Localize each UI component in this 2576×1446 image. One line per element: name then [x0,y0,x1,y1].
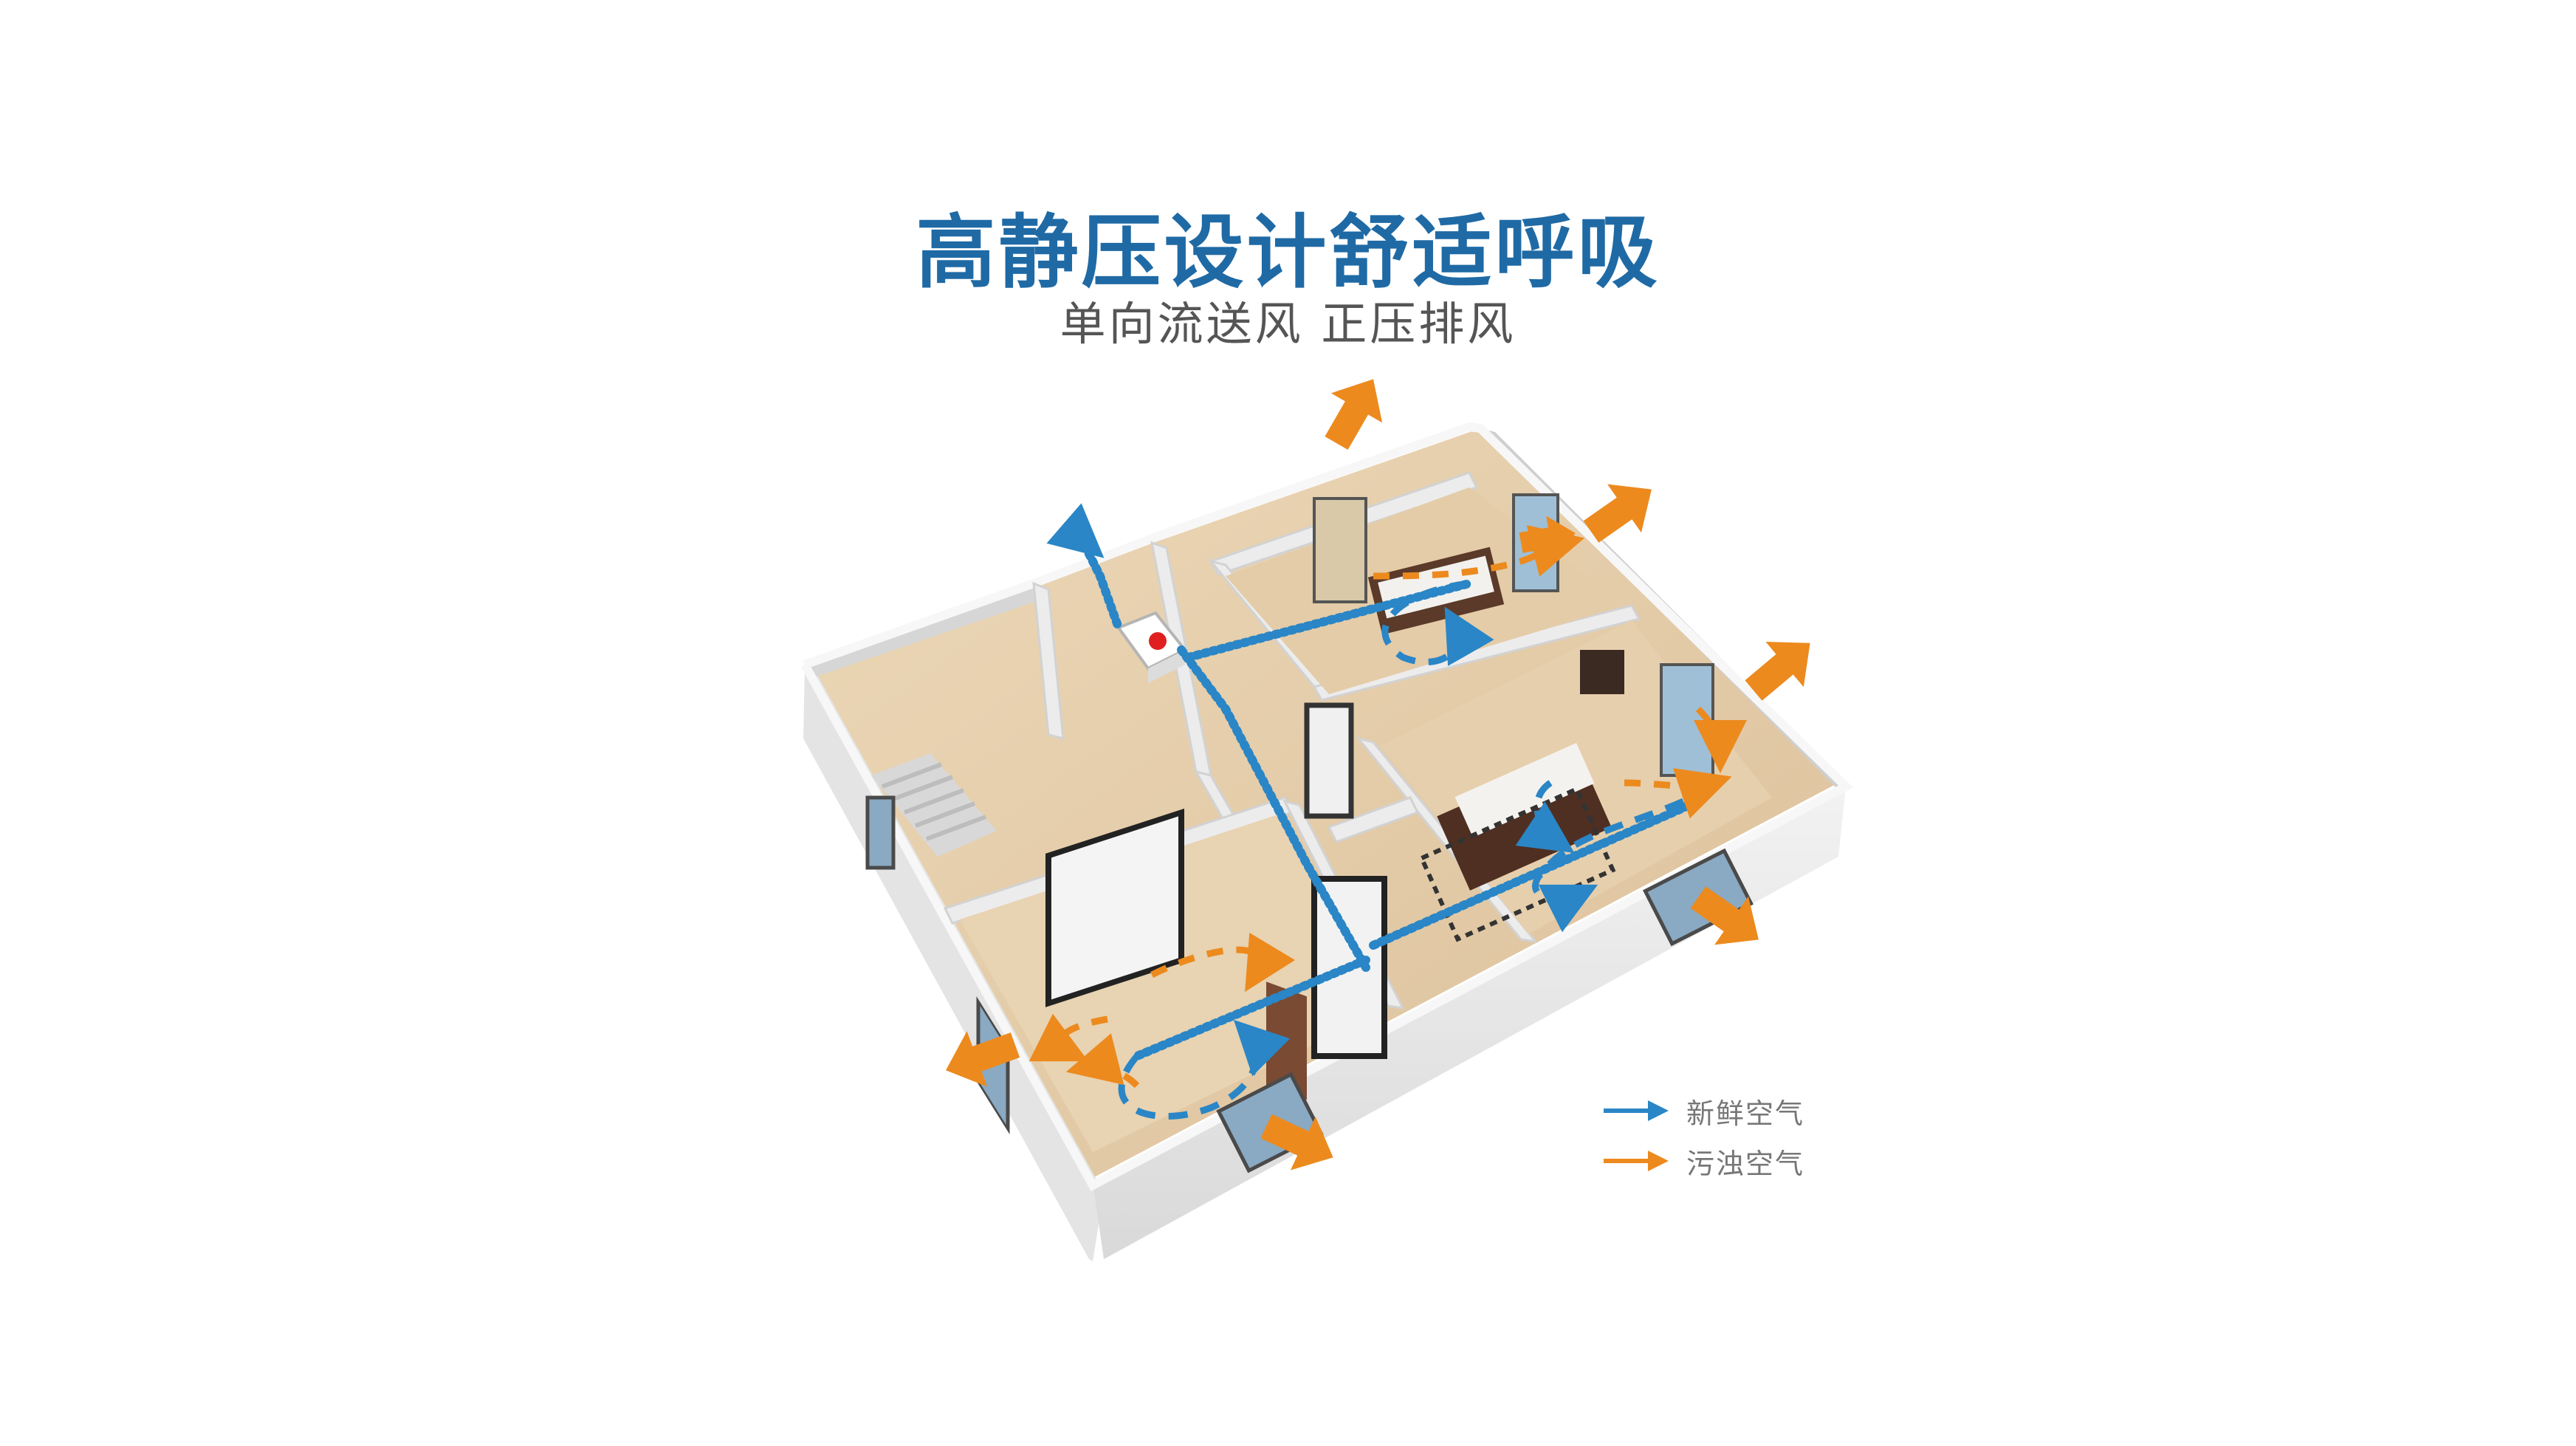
staircase [871,753,997,857]
legend-item-stale-air: 污浊空气 [1602,1136,1853,1186]
duct-to-living [1133,956,1370,1060]
exhaust-arrow-bedroom1 [1583,484,1652,543]
legend-label: 新鲜空气 [1686,1097,1805,1130]
ventilation-unit [1116,611,1188,683]
hall-door [1304,702,1354,819]
wall-back-left [805,583,1041,678]
page-subtitle: 单向流送风 正压排风 [1059,297,1517,351]
stale-air-flows [1028,525,1747,1089]
exhaust-arrow-inner [1519,515,1576,560]
legend: 新鲜空气 污浊空气 [1602,1086,1853,1186]
exhaust-arrow-left [946,1031,1020,1087]
exhaust-arrow-right [1745,642,1810,701]
unit-indicator [1149,632,1167,650]
closet-door [1311,876,1387,1059]
wall-closet [1327,796,1420,843]
duct-to-bedroom2 [1369,797,1703,950]
page-title: 高静压设计舒适呼吸 [916,207,1660,300]
living-room-door [1045,808,1184,1007]
arrow-right-icon [1604,1151,1669,1171]
legend-label: 污浊空气 [1686,1147,1805,1180]
exhaust-arrows [946,379,1810,1171]
duct-main-down [1177,645,1370,972]
wall-bathroom-left [1032,581,1065,740]
arrow-right-icon [1604,1100,1669,1121]
wall-top-edge [800,422,1854,1192]
fresh-air-flows [1046,503,1685,1120]
exhaust-arrow-front-right [1690,886,1759,945]
exhaust-arrow-front [1260,1114,1333,1171]
exhaust-arrow-top [1325,379,1383,450]
legend-item-fresh-air: 新鲜空气 [1602,1086,1853,1136]
